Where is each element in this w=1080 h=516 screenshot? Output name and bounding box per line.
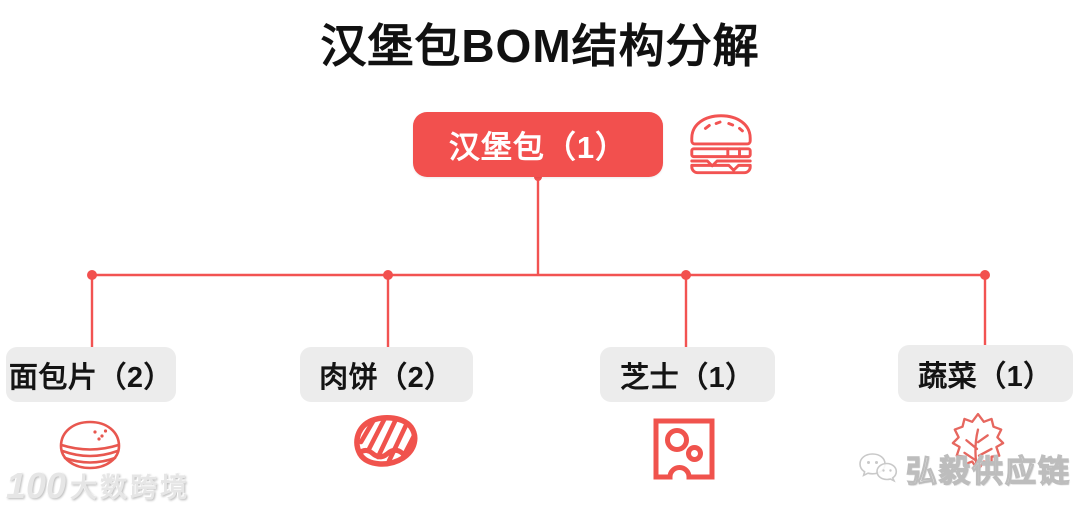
dashu-brand-text: 大数跨境 (70, 473, 191, 503)
watermark-bottom-left: 100 大数跨境 (6, 468, 190, 504)
cheese-icon (651, 416, 717, 487)
node-hamburger-root: 汉堡包（1） (413, 112, 663, 177)
burger-icon (684, 109, 758, 182)
node-vegetable-label: 蔬菜（1） (918, 360, 1053, 393)
node-bread-label: 面包片（2） (8, 361, 174, 394)
node-hamburger-label: 汉堡包（1） (448, 130, 628, 165)
node-bread: 面包片（2） (6, 347, 176, 402)
hongyi-brand-text: 弘毅供应链 (905, 453, 1071, 489)
bread-bun-icon (57, 419, 123, 476)
watermark-bottom-right: 弘毅供应链 (858, 446, 1071, 491)
dashu-logo: 100 (6, 465, 67, 506)
node-cheese: 芝士（1） (600, 347, 775, 402)
page-title: 汉堡包BOM结构分解 (320, 20, 760, 72)
node-patty-label: 肉饼（2） (319, 361, 454, 394)
lettuce-icon (948, 410, 1008, 489)
wechat-icon (858, 452, 898, 486)
node-vegetable: 蔬菜（1） (898, 345, 1073, 402)
node-cheese-label: 芝士（1） (620, 361, 755, 394)
meat-patty-icon (351, 414, 423, 483)
node-patty: 肉饼（2） (300, 347, 473, 402)
